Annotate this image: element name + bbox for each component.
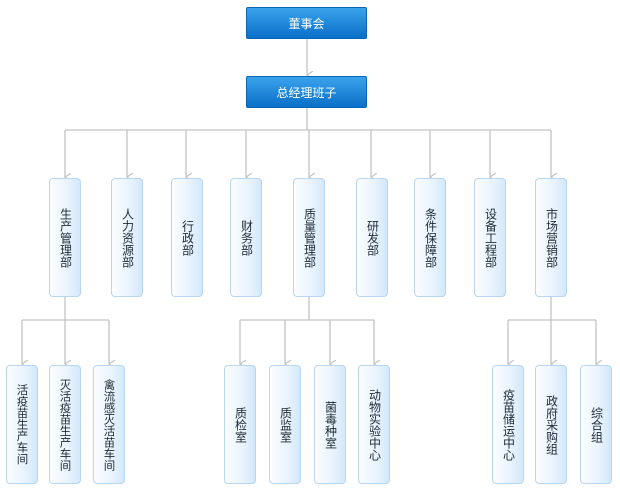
unit-general-group: 综合组 bbox=[580, 365, 612, 484]
dept-equipment: 设备工程部 bbox=[474, 178, 506, 297]
dept-finance: 财务部 bbox=[230, 178, 262, 297]
dept-production: 生产管理部 bbox=[49, 178, 81, 297]
unit-strain-room: 菌毒种室 bbox=[314, 365, 346, 484]
dept-admin: 行政部 bbox=[171, 178, 203, 297]
dept-rnd: 研发部 bbox=[356, 178, 388, 297]
unit-avian-flu-workshop: 禽流感灭活苗车间 bbox=[93, 365, 125, 484]
unit-quality-inspection: 质检室 bbox=[224, 365, 256, 484]
board-box: 董事会 bbox=[246, 7, 367, 39]
unit-live-vaccine-workshop: 活疫苗生产车间 bbox=[6, 365, 38, 484]
unit-inactivated-vaccine-workshop: 灭活疫苗生产车间 bbox=[49, 365, 81, 484]
dept-hr: 人力资源部 bbox=[111, 178, 143, 297]
dept-quality: 质量管理部 bbox=[293, 178, 325, 297]
unit-animal-lab: 动物实验中心 bbox=[358, 365, 390, 484]
unit-government-procurement: 政府采购组 bbox=[535, 365, 567, 484]
dept-marketing: 市场营销部 bbox=[535, 178, 567, 297]
gm-box: 总经理班子 bbox=[246, 76, 367, 108]
dept-facilities: 条件保障部 bbox=[414, 178, 446, 297]
unit-quality-supervision: 质监室 bbox=[269, 365, 301, 484]
unit-vaccine-logistics: 疫苗储运中心 bbox=[492, 365, 524, 484]
